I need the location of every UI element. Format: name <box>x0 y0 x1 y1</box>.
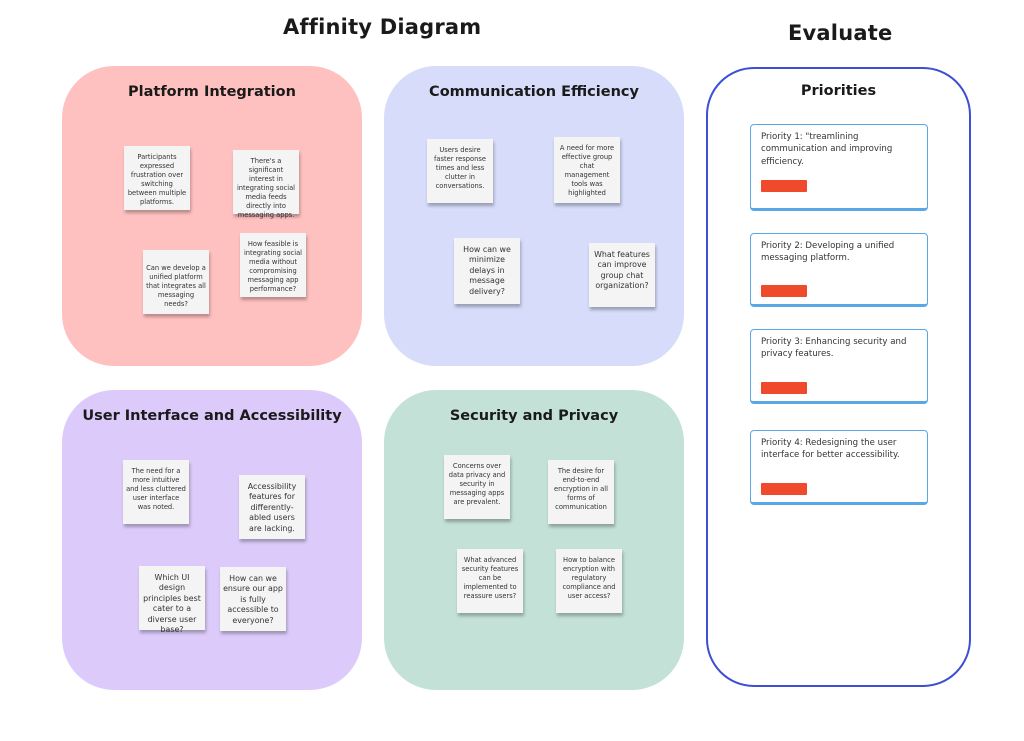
sticky-note[interactable]: Users desire faster response times and l… <box>427 139 493 203</box>
priorities-heading: Priorities <box>800 83 877 99</box>
cluster-title: Security and Privacy <box>449 408 619 424</box>
sticky-note[interactable]: How feasible is integrating social media… <box>240 233 306 297</box>
cluster-platform-integration: Platform Integration Participants expres… <box>62 66 362 366</box>
cluster-user-interface-accessibility: User Interface and Accessibility The nee… <box>62 390 362 690</box>
priority-text: Priority 2: Developing a unified messagi… <box>761 241 895 264</box>
priority-card[interactable]: Priority 3: Enhancing security and priva… <box>750 329 928 404</box>
priority-tag[interactable] <box>761 180 807 193</box>
cluster-title: Communication Efficiency <box>429 84 639 100</box>
sticky-note[interactable]: The desire for end-to-end encryption in … <box>548 460 614 524</box>
cluster-title: User Interface and Accessibility <box>82 408 342 424</box>
cluster-communication-efficiency: Communication Efficiency Users desire fa… <box>384 66 684 366</box>
priority-tag[interactable] <box>761 381 807 394</box>
cluster-title: Platform Integration <box>128 84 296 100</box>
sticky-note[interactable]: Which UI design principles best cater to… <box>139 566 205 634</box>
evaluate-panel: Priorities Priority 1: "treamlining comm… <box>706 67 971 687</box>
sticky-note[interactable]: A need for more effective group chat man… <box>554 137 620 203</box>
cluster-security-privacy: Security and Privacy Concerns over data … <box>384 390 684 690</box>
sticky-note[interactable]: Accessibility features for differently-a… <box>239 475 305 539</box>
evaluate-title: Evaluate <box>788 21 893 45</box>
priority-text: Priority 3: Enhancing security and priva… <box>761 337 907 360</box>
sticky-note[interactable]: What features can improve group chat org… <box>589 243 655 307</box>
sticky-note[interactable]: There's a significant interest in integr… <box>233 150 299 219</box>
priority-card[interactable]: Priority 2: Developing a unified messagi… <box>750 233 928 307</box>
priority-text: Priority 4: Redesigning the user interfa… <box>761 438 900 461</box>
priority-card[interactable]: Priority 1: "treamlining communication a… <box>750 124 928 211</box>
sticky-note[interactable]: Participants expressed frustration over … <box>124 146 190 210</box>
sticky-note[interactable]: The need for a more intuitive and less c… <box>123 460 189 524</box>
sticky-note[interactable]: How can we minimize delays in message de… <box>454 238 520 304</box>
priority-card[interactable]: Priority 4: Redesigning the user interfa… <box>750 430 928 505</box>
affinity-diagram-title: Affinity Diagram <box>283 15 482 39</box>
sticky-note[interactable]: Can we develop a unified platform that i… <box>143 250 209 314</box>
sticky-note[interactable]: Concerns over data privacy and security … <box>444 455 510 519</box>
sticky-note[interactable]: How to balance encryption with regulator… <box>556 549 622 613</box>
priority-tag[interactable] <box>761 482 807 495</box>
sticky-note[interactable]: How can we ensure our app is fully acces… <box>220 567 286 631</box>
priority-tag[interactable] <box>761 284 807 297</box>
priority-text: Priority 1: "treamlining communication a… <box>761 132 893 167</box>
sticky-note[interactable]: What advanced security features can be i… <box>457 549 523 613</box>
